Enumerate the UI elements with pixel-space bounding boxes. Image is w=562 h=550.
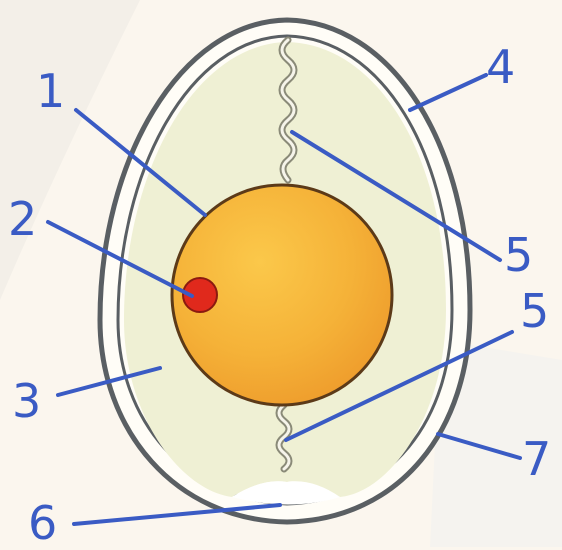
label-2-germinal-disc: 2 — [8, 196, 37, 242]
label-7-shell: 7 — [522, 436, 551, 482]
label-1-yolk: 1 — [36, 68, 65, 114]
label-6-air-cell: 6 — [28, 500, 57, 546]
label-5-chalaza-lower: 5 — [520, 288, 549, 334]
label-5-chalaza-upper: 5 — [504, 232, 533, 278]
leader-line-4 — [410, 75, 486, 110]
label-3-albumen: 3 — [12, 378, 41, 424]
label-4-shell-membrane: 4 — [486, 44, 515, 90]
